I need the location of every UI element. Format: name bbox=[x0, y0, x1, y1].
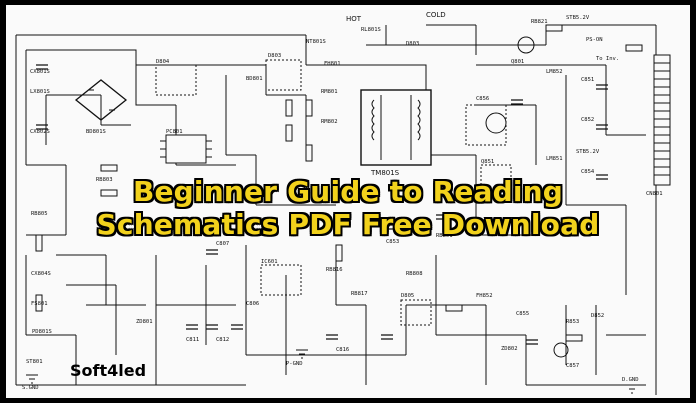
svg-text:HOT: HOT bbox=[346, 15, 362, 23]
svg-text:LM852: LM852 bbox=[546, 69, 563, 75]
svg-text:CN801: CN801 bbox=[646, 191, 663, 197]
svg-text:NT801S: NT801S bbox=[306, 39, 326, 45]
svg-text:C857: C857 bbox=[566, 363, 579, 369]
svg-text:STB5.2V: STB5.2V bbox=[566, 15, 590, 21]
svg-text:RM802: RM802 bbox=[321, 119, 338, 125]
svg-text:ST801: ST801 bbox=[26, 359, 43, 365]
ic-chip bbox=[160, 134, 212, 164]
svg-text:BD801S: BD801S bbox=[86, 129, 106, 135]
svg-text:D804: D804 bbox=[156, 59, 170, 65]
svg-text:C851: C851 bbox=[581, 77, 594, 83]
svg-text:RL801S: RL801S bbox=[361, 27, 381, 33]
svg-text:CX804S: CX804S bbox=[31, 271, 51, 277]
svg-text:STB5.2V: STB5.2V bbox=[576, 149, 600, 155]
svg-text:IC601: IC601 bbox=[261, 259, 278, 265]
svg-text:RB817: RB817 bbox=[351, 291, 368, 297]
resistors bbox=[35, 24, 643, 342]
svg-text:ZD801: ZD801 bbox=[136, 319, 153, 325]
svg-text:ZD802: ZD802 bbox=[501, 346, 518, 352]
svg-text:LX801S: LX801S bbox=[30, 89, 50, 95]
svg-text:D803: D803 bbox=[406, 41, 419, 47]
svg-text:RM801: RM801 bbox=[321, 89, 338, 95]
svg-text:C853: C853 bbox=[386, 239, 399, 245]
svg-text:C854: C854 bbox=[581, 169, 595, 175]
svg-text:PC801: PC801 bbox=[166, 129, 183, 135]
svg-text:FS801: FS801 bbox=[31, 301, 48, 307]
svg-text:PD801S: PD801S bbox=[32, 329, 52, 335]
svg-text:RB808: RB808 bbox=[406, 271, 423, 277]
svg-text:S.GND: S.GND bbox=[22, 385, 39, 391]
headline-line-1: Beginner Guide to Reading bbox=[132, 175, 564, 208]
watermark-brand: Soft4led bbox=[70, 361, 147, 380]
headline-line-2: Schematics PDF Free Download bbox=[96, 208, 600, 241]
svg-text:C811: C811 bbox=[186, 337, 199, 343]
svg-text:C855: C855 bbox=[516, 311, 529, 317]
svg-text:RB805: RB805 bbox=[31, 211, 48, 217]
svg-text:C812: C812 bbox=[216, 337, 229, 343]
svg-text:RB821: RB821 bbox=[531, 19, 548, 25]
svg-text:To Inv.: To Inv. bbox=[596, 56, 619, 62]
svg-text:C856: C856 bbox=[476, 96, 489, 102]
svg-text:FH852: FH852 bbox=[476, 293, 493, 299]
svg-text:COLD: COLD bbox=[426, 11, 446, 19]
transformer-label: TM801S bbox=[370, 169, 400, 177]
svg-text:CX801S: CX801S bbox=[30, 69, 50, 75]
svg-text:C806: C806 bbox=[246, 301, 259, 307]
capacitors bbox=[36, 64, 608, 345]
circuit-schematic: TM801S CN801 bbox=[15, 11, 671, 395]
schematic-sheet: TM801S CN801 bbox=[6, 5, 690, 398]
svg-text:D803: D803 bbox=[268, 53, 281, 59]
svg-text:FH801: FH801 bbox=[324, 61, 341, 67]
svg-text:PS-ON: PS-ON bbox=[586, 37, 603, 43]
ground-symbols bbox=[26, 349, 638, 394]
transistors bbox=[485, 36, 569, 358]
svg-text:RB801: RB801 bbox=[436, 233, 453, 239]
svg-text:BD801: BD801 bbox=[246, 76, 263, 82]
svg-text:C852: C852 bbox=[581, 117, 594, 123]
svg-text:D852: D852 bbox=[591, 313, 604, 319]
svg-text:RB816: RB816 bbox=[326, 267, 343, 273]
svg-text:CX802S: CX802S bbox=[30, 129, 50, 135]
svg-text:Q851: Q851 bbox=[481, 159, 494, 165]
svg-text:R853: R853 bbox=[566, 319, 579, 325]
svg-text:C807: C807 bbox=[216, 241, 229, 247]
bridge-rectifier bbox=[74, 79, 128, 121]
svg-text:LM851: LM851 bbox=[546, 156, 563, 162]
component-labels: HOT COLD RL801S NT801S CX801S LX801S BD8… bbox=[22, 11, 639, 391]
output-connector: CN801 bbox=[646, 54, 671, 197]
svg-text:D805: D805 bbox=[401, 293, 414, 299]
svg-text:C816: C816 bbox=[336, 347, 349, 353]
svg-text:P-GND: P-GND bbox=[286, 361, 303, 367]
svg-text:D.GND: D.GND bbox=[622, 377, 639, 383]
svg-text:Q801: Q801 bbox=[511, 59, 524, 65]
svg-text:RB803: RB803 bbox=[96, 177, 113, 183]
transformer-tm801s: TM801S bbox=[360, 89, 432, 177]
